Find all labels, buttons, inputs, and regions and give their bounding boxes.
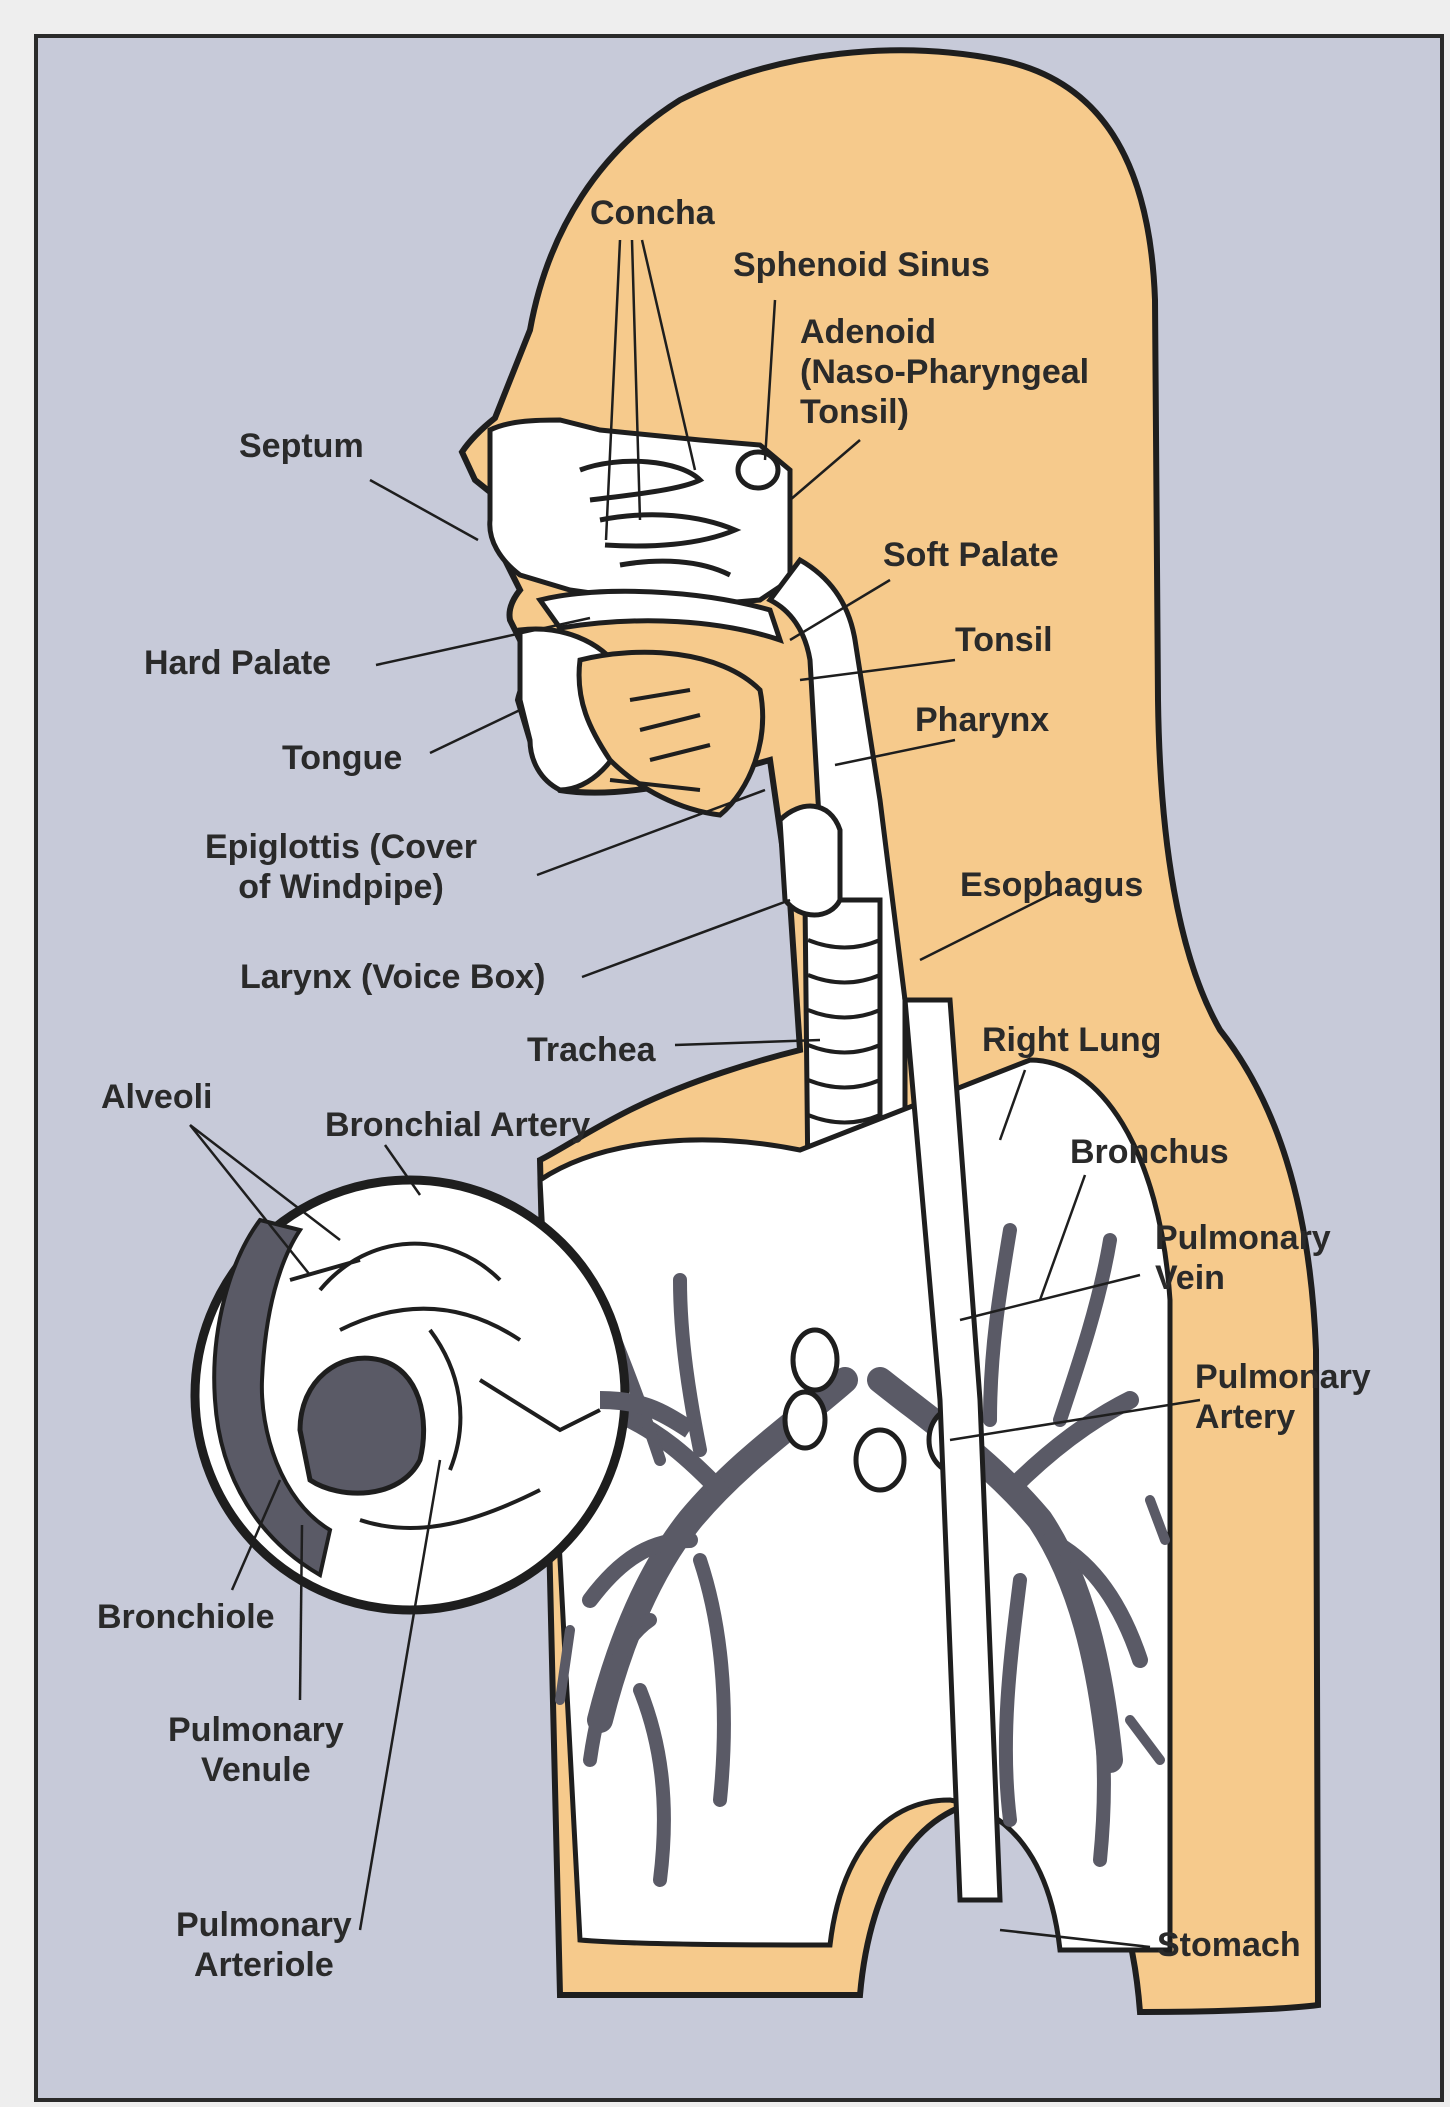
label-septum: Septum — [239, 426, 364, 466]
label-soft-palate: Soft Palate — [883, 535, 1059, 575]
lungs — [540, 1060, 1170, 1950]
label-larynx: Larynx (Voice Box) — [240, 957, 545, 997]
label-bronchus: Bronchus — [1070, 1132, 1229, 1172]
label-tongue: Tongue — [282, 738, 402, 778]
larynx-shape — [780, 806, 840, 915]
label-hard-palate: Hard Palate — [144, 643, 331, 683]
label-bronchiole: Bronchiole — [97, 1597, 275, 1637]
label-esophagus: Esophagus — [960, 865, 1143, 905]
alveolar-sac — [300, 1358, 424, 1493]
label-alveoli: Alveoli — [101, 1077, 212, 1117]
label-right-lung: Right Lung — [982, 1020, 1161, 1060]
label-adenoid: Adenoid (Naso-Pharyngeal Tonsil) — [800, 312, 1089, 432]
label-stomach: Stomach — [1157, 1925, 1301, 1965]
label-tonsil: Tonsil — [955, 620, 1053, 660]
label-pulmonary-venule: Pulmonary Venule — [168, 1710, 344, 1790]
label-pharynx: Pharynx — [915, 700, 1049, 740]
label-epiglottis: Epiglottis (Cover of Windpipe) — [205, 827, 477, 907]
sphenoid-sinus-shape — [738, 452, 778, 488]
label-pulmonary-arteriole: Pulmonary Arteriole — [176, 1905, 352, 1985]
label-bronchial-artery: Bronchial Artery — [325, 1105, 590, 1145]
label-concha: Concha — [590, 193, 715, 233]
label-pulmonary-artery: Pulmonary Artery — [1195, 1357, 1371, 1437]
label-trachea: Trachea — [527, 1030, 656, 1070]
label-sphenoid-sinus: Sphenoid Sinus — [733, 245, 990, 285]
label-pulmonary-vein: Pulmonary Vein — [1155, 1218, 1331, 1298]
